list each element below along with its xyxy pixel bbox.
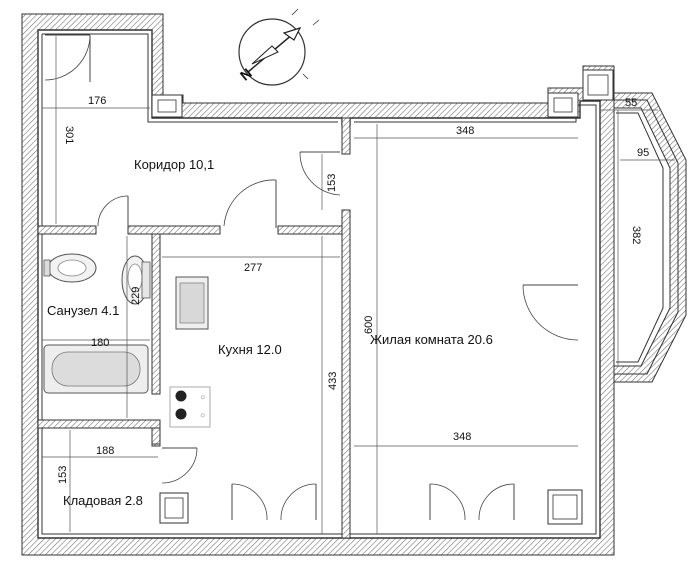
sink-fixture	[43, 253, 97, 283]
dimension-lines	[42, 36, 675, 534]
bay-window	[613, 92, 687, 383]
fixtures: ☼ ☼	[43, 253, 211, 428]
dim-176: 176	[88, 95, 106, 107]
bathtub-fixture	[43, 344, 149, 394]
interior-walls	[37, 117, 351, 539]
dim-382: 382	[630, 226, 642, 244]
svg-text:☼: ☼	[199, 410, 206, 419]
room-label-storage: Кладовая 2.8	[63, 493, 143, 508]
kitchen-sink-fixture	[175, 276, 209, 330]
svg-text:☼: ☼	[199, 392, 206, 401]
dim-188: 188	[96, 445, 114, 457]
dim-180: 180	[91, 337, 109, 349]
dimension-labels: 176 301 348 55 95 382 153 277 229 180 60…	[57, 95, 649, 484]
dim-348-bottom: 348	[453, 431, 471, 443]
compass: N	[237, 8, 320, 86]
dim-348-top: 348	[456, 125, 474, 137]
room-label-living: Жилая комната 20.6	[370, 332, 493, 347]
room-label-kitchen: Кухня 12.0	[218, 342, 282, 357]
dim-55: 55	[625, 97, 637, 109]
dim-433: 433	[327, 372, 339, 390]
room-labels: Коридор 10,1 Санузел 4.1 Кухня 12.0 Жила…	[47, 157, 493, 508]
dim-153-storage: 153	[57, 466, 69, 484]
dim-301: 301	[63, 126, 75, 144]
dim-95: 95	[637, 147, 649, 159]
stove-fixture: ☼ ☼	[169, 386, 211, 428]
dim-229: 229	[130, 287, 142, 305]
doors	[44, 34, 579, 521]
room-label-bathroom: Санузел 4.1	[47, 303, 119, 318]
room-label-corridor: Коридор 10,1	[134, 157, 214, 172]
dim-277: 277	[244, 262, 262, 274]
dim-153-corridor: 153	[326, 174, 338, 192]
toilet-fixture	[121, 255, 151, 305]
dim-600: 600	[363, 316, 375, 334]
